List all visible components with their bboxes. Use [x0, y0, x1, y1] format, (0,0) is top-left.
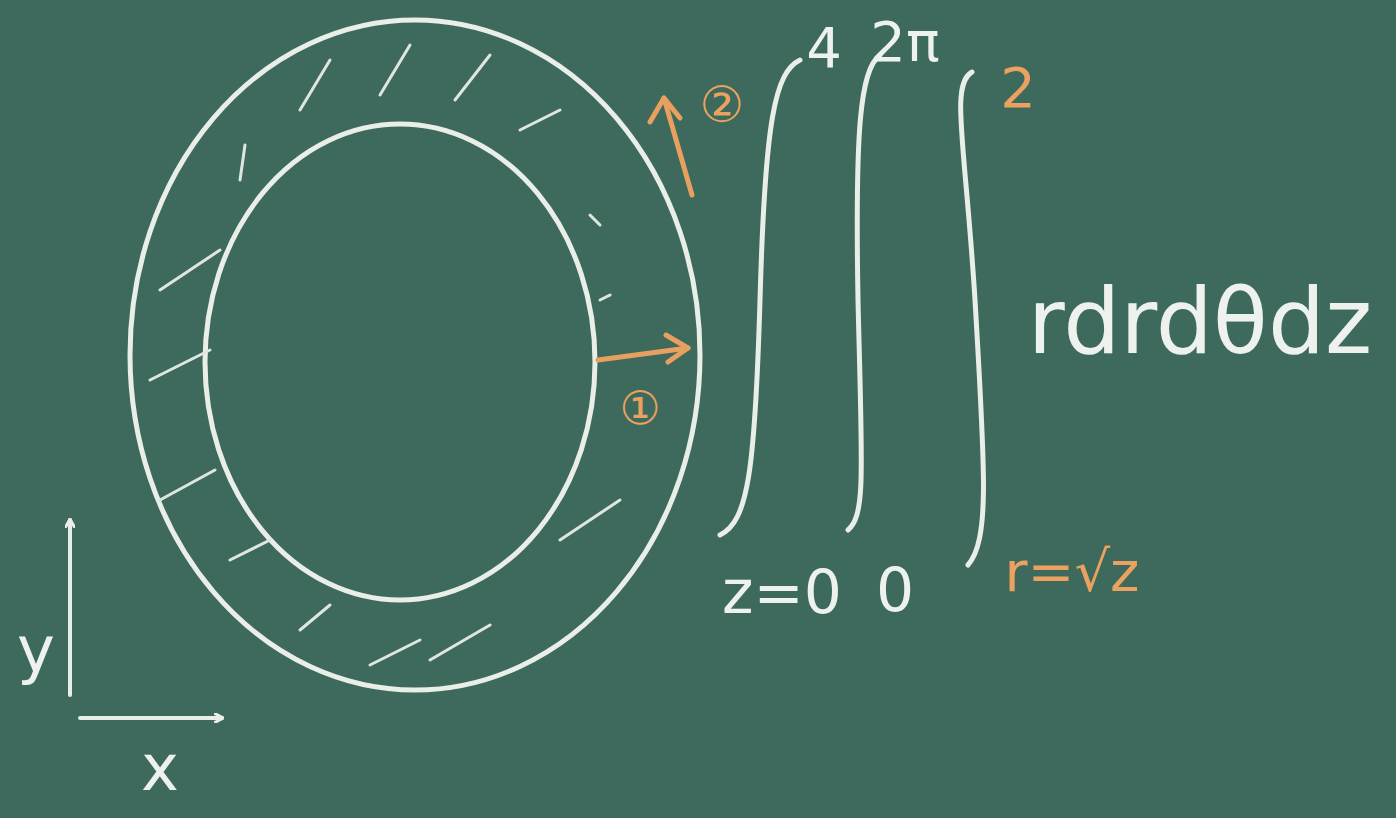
radius-arrows	[598, 98, 692, 362]
integral-signs	[720, 55, 984, 565]
x-axis	[80, 716, 222, 720]
integral-limit: 0	[876, 560, 914, 620]
integral-limit: 4	[806, 20, 842, 76]
integral-limit: 2	[1000, 60, 1036, 116]
axis-label: y	[17, 618, 55, 682]
outer-circle	[130, 20, 700, 690]
arrow-head	[666, 335, 688, 362]
callout-number: ①	[619, 385, 660, 431]
integral-limit: z=0	[722, 562, 842, 622]
arrow-head	[650, 98, 680, 122]
annulus-figure	[130, 20, 700, 690]
hatching	[150, 45, 620, 665]
integrand: rdrdθdz	[1028, 277, 1373, 367]
integral-sign	[848, 55, 880, 530]
inner-circle	[205, 124, 595, 600]
axis-label: x	[141, 736, 179, 800]
integral-sign	[720, 60, 800, 535]
integral-sign	[961, 72, 984, 565]
callout-number: ②	[700, 80, 745, 130]
integral-limit: 2π	[870, 14, 939, 70]
axes	[70, 520, 222, 718]
y-axis	[68, 520, 72, 695]
integral-limit: r=√z	[1004, 544, 1139, 600]
